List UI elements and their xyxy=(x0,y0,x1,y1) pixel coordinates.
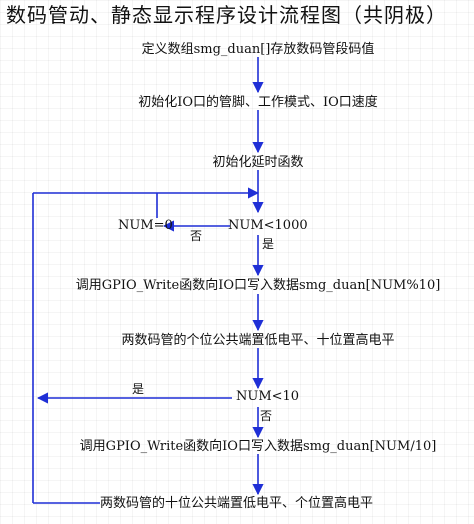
step-define-array: 定义数组smg_duan[]存放数码管段码值 xyxy=(141,42,375,57)
label-yes-1000: 是 xyxy=(262,237,275,251)
step-init-delay: 初始化延时函数 xyxy=(212,155,304,170)
step-tens-on: 两数码管的十位公共端置低电平、个位置高电平 xyxy=(100,496,374,511)
label-yes-10: 是 xyxy=(132,382,145,396)
page-title: 数码管动、静态显示程序设计流程图（共阴极） xyxy=(6,3,447,27)
decision-num-lt-10: NUM<10 xyxy=(236,389,300,404)
label-no-1000: 否 xyxy=(190,229,203,243)
step-init-io: 初始化IO口的管脚、工作模式、IO口速度 xyxy=(138,95,378,110)
step-ones-on: 两数码管的个位公共端置低电平、十位置高电平 xyxy=(121,333,395,348)
decision-num-lt-1000: NUM<1000 xyxy=(228,218,308,233)
label-no-10: 否 xyxy=(260,409,273,423)
step-write-div: 调用GPIO_Write函数向IO口写入数据smg_duan[NUM/10] xyxy=(79,439,437,454)
step-write-mod: 调用GPIO_Write函数向IO口写入数据smg_duan[NUM%10] xyxy=(75,278,441,293)
step-num-reset: NUM=0 xyxy=(118,218,173,233)
